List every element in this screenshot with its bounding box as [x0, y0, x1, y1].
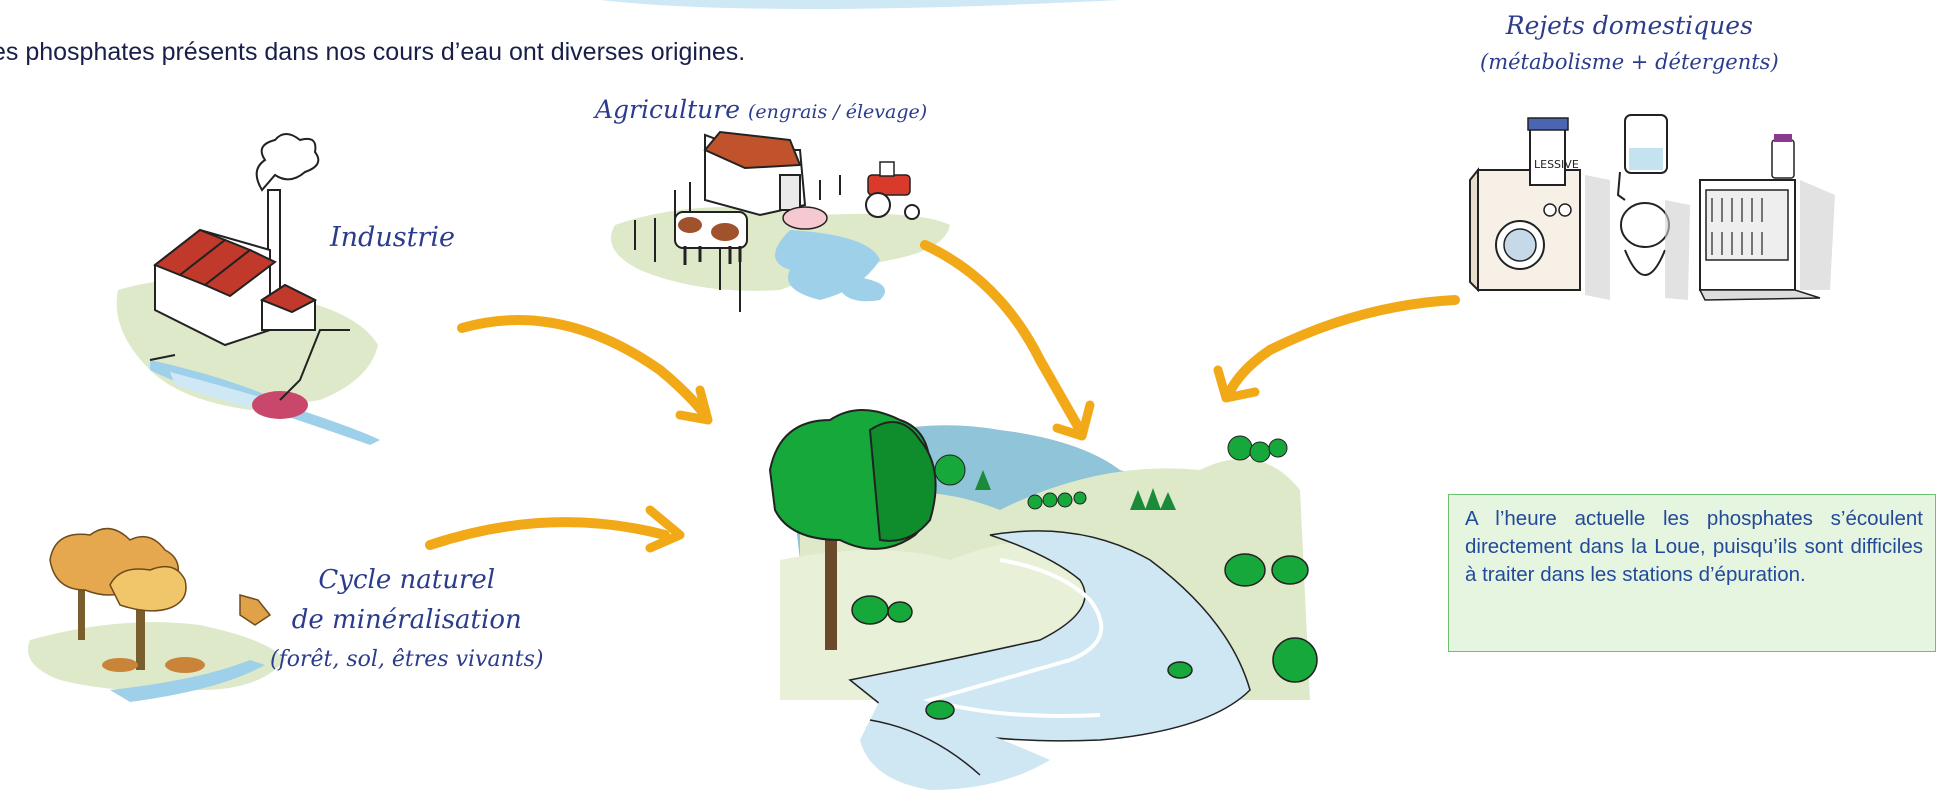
label-rejets-detail: (métabolisme + détergents): [1480, 50, 1779, 74]
arrow-industry: [457, 315, 713, 425]
agriculture-illustration: [610, 130, 950, 312]
label-cycle-naturel: Cycle naturel de minéralisation (forêt, …: [270, 560, 543, 680]
label-rejets-domestiques: Rejets domestiques (métabolisme + déterg…: [1480, 8, 1779, 80]
info-box: A l’heure actuelle les phosphates s’écou…: [1448, 494, 1936, 652]
label-rejets-title: Rejets domestiques: [1505, 11, 1753, 40]
smoke: [255, 133, 320, 192]
arrow-domestic: [1213, 295, 1460, 403]
intro-sentence: es phosphates présents dans nos cours d’…: [0, 38, 746, 66]
label-cycle-line1: Cycle naturel: [318, 565, 496, 595]
domestic-illustration: LESSIVE: [1469, 114, 1835, 301]
arrow-agriculture: [920, 240, 1095, 441]
label-cycle-line2: de minéralisation: [291, 605, 522, 635]
lessive-label: LESSIVE: [1534, 158, 1579, 171]
label-agriculture-detail: (engrais / élevage): [747, 101, 928, 123]
industry-illustration: [116, 133, 380, 445]
label-agriculture-title: Agriculture: [595, 95, 740, 124]
arrow-natural: [425, 505, 685, 553]
flow-arrows: [425, 240, 1460, 553]
label-industrie: Industrie: [330, 222, 455, 253]
natural-cycle-illustration: [28, 527, 285, 702]
label-agriculture: Agriculture (engrais / élevage): [595, 95, 927, 124]
label-cycle-line3: (forêt, sol, êtres vivants): [270, 647, 544, 672]
top-water-edge: [600, 0, 1120, 9]
river-landscape: [768, 409, 1318, 790]
